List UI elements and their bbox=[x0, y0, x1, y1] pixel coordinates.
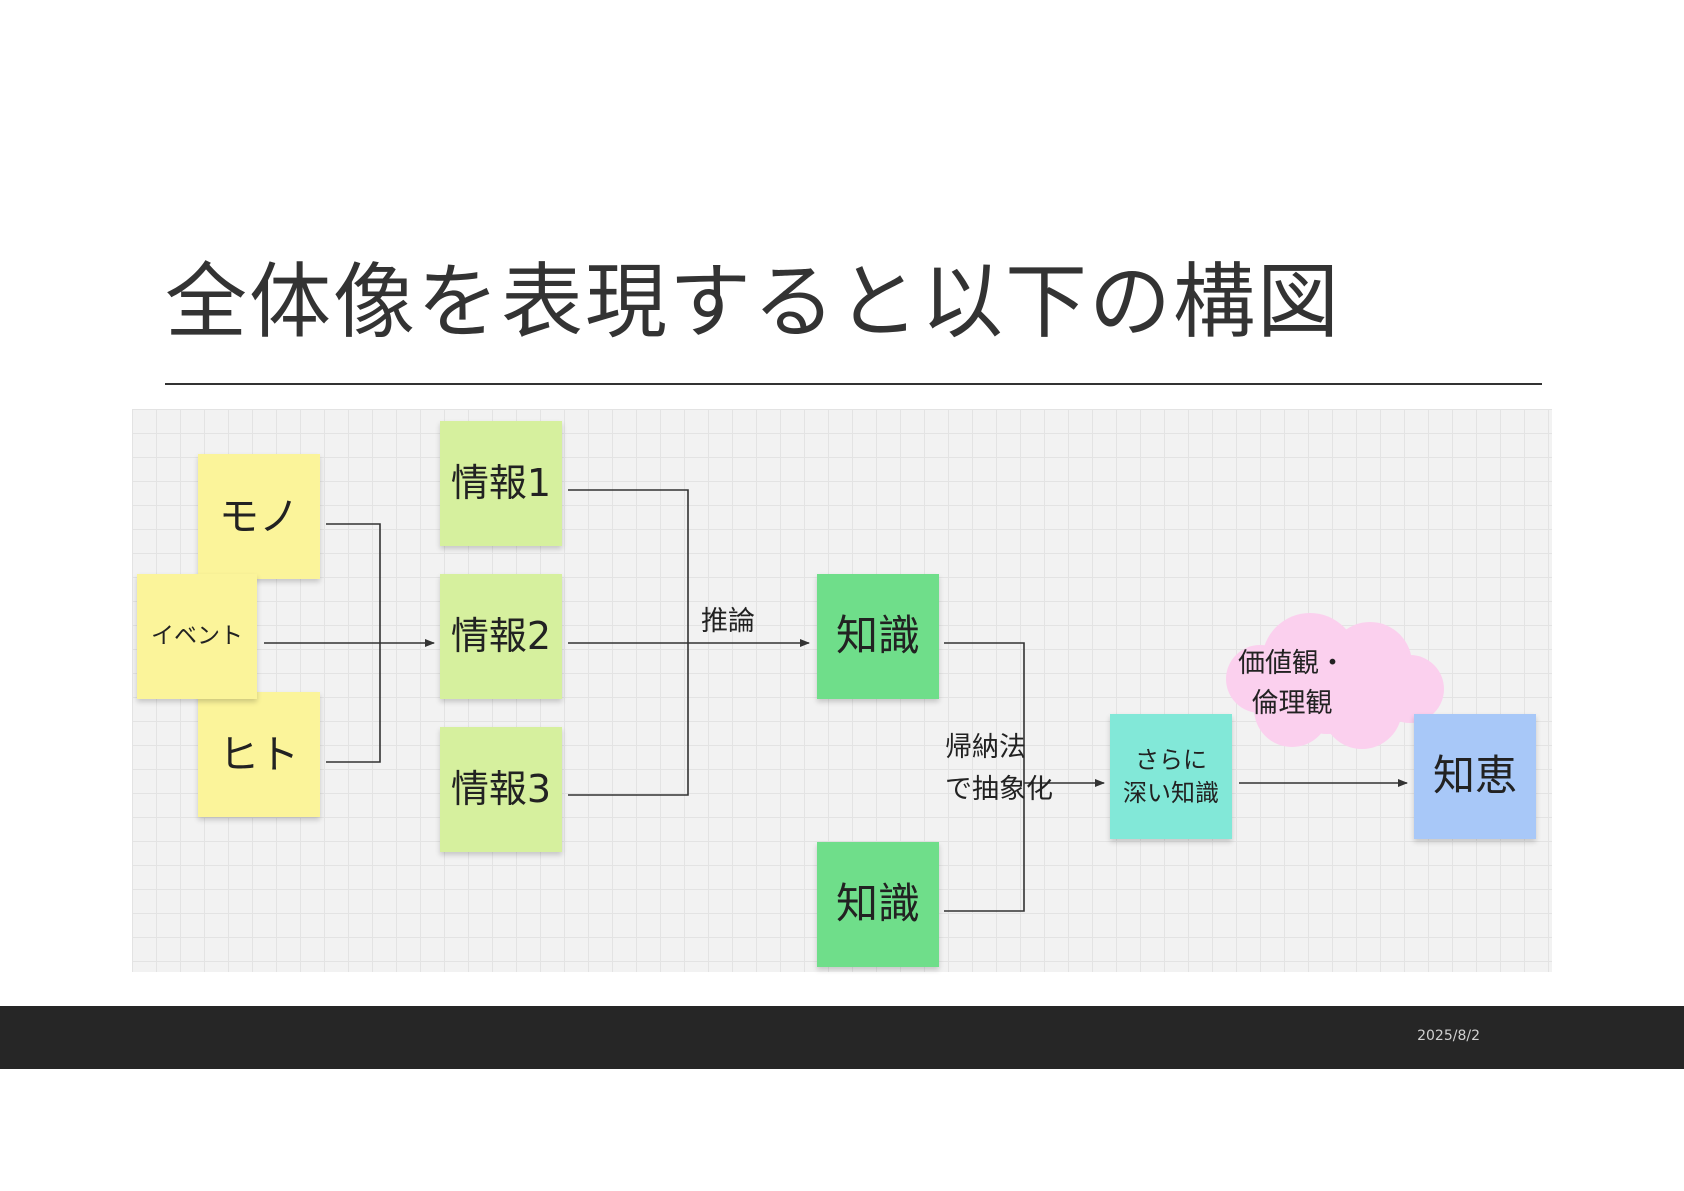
note-deeper-knowledge-line1: さらに bbox=[1135, 746, 1207, 775]
label-induction: 帰納法 で抽象化 bbox=[945, 727, 1053, 811]
note-info2-label: 情報2 bbox=[450, 613, 552, 658]
note-deeper-knowledge: さらに 深い知識 bbox=[1110, 714, 1232, 839]
note-mono: モノ bbox=[198, 454, 320, 579]
footer-bar: 2025/8/2 bbox=[0, 1006, 1684, 1069]
note-info1-label: 情報1 bbox=[450, 460, 552, 505]
cloud-shape bbox=[1226, 613, 1444, 749]
note-wisdom-label: 知恵 bbox=[1432, 751, 1517, 801]
cloud-line1: 価値観・ bbox=[1238, 648, 1346, 679]
note-hito-label: ヒト bbox=[219, 731, 299, 778]
note-info2: 情報2 bbox=[440, 574, 562, 699]
note-event-label: イベント bbox=[151, 622, 243, 649]
title-divider bbox=[165, 383, 1542, 385]
note-event: イベント bbox=[137, 574, 257, 699]
cloud-values-ethics: 価値観・ 倫理観 bbox=[1212, 644, 1372, 724]
label-induction-line1: 帰納法 bbox=[945, 732, 1026, 763]
note-info3: 情報3 bbox=[440, 727, 562, 852]
label-induction-line2: で抽象化 bbox=[945, 773, 1053, 805]
note-info1: 情報1 bbox=[440, 421, 562, 546]
diagram-board: モノ ヒト イベント 情報1 情報2 情報3 知識 知識 さらに 深い知識 知恵… bbox=[132, 409, 1552, 972]
note-hito: ヒト bbox=[198, 692, 320, 817]
note-knowledge-2: 知識 bbox=[817, 842, 939, 967]
note-info3-label: 情報3 bbox=[450, 766, 552, 811]
bracket-knowledge bbox=[944, 642, 1025, 912]
slide-title: 全体像を表現すると以下の構図 bbox=[165, 255, 1342, 350]
note-knowledge-1-label: 知識 bbox=[835, 611, 920, 661]
connector-layer bbox=[264, 489, 1444, 912]
cloud-line2: 倫理観 bbox=[1251, 688, 1333, 719]
note-deeper-knowledge-line2: 深い知識 bbox=[1123, 778, 1219, 807]
note-knowledge-2-label: 知識 bbox=[835, 879, 920, 929]
note-knowledge-1: 知識 bbox=[817, 574, 939, 699]
label-inference: 推論 bbox=[701, 606, 755, 637]
slide-date: 2025/8/2 bbox=[1417, 1028, 1480, 1044]
note-wisdom: 知恵 bbox=[1414, 714, 1536, 839]
note-mono-label: モノ bbox=[219, 493, 299, 540]
